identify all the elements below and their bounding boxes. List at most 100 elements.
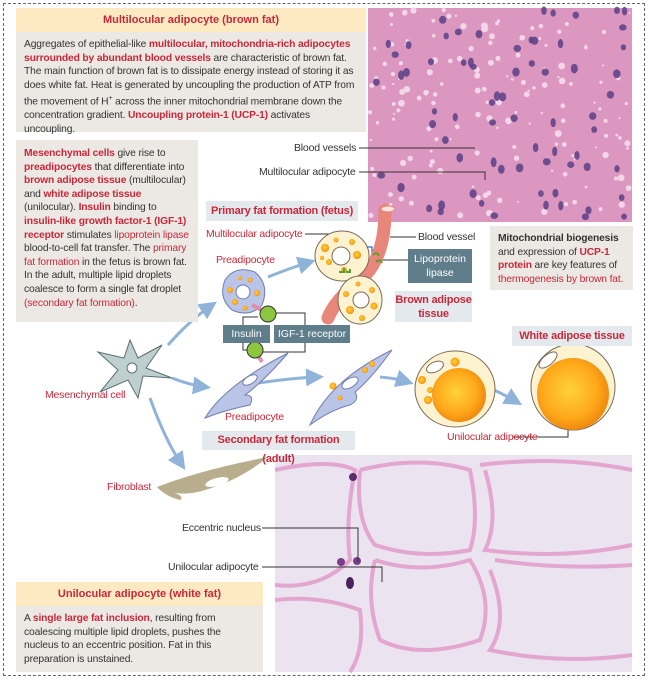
- cell-nucleus: [528, 60, 535, 67]
- lipid-droplet: [429, 149, 433, 153]
- label-secondary-fat-formation: Secondary fat formation (adult): [202, 431, 355, 465]
- highlighted-text: single large fat inclusion: [32, 613, 150, 624]
- lipid-droplet: [368, 212, 374, 219]
- mitochondrial-description: Mitochondrial biogenesis and expression …: [490, 226, 633, 290]
- lipid-droplet: [476, 195, 481, 201]
- lipid-droplet: [598, 207, 603, 212]
- lipid-droplet: [515, 52, 521, 58]
- lipid-droplet: [391, 102, 396, 106]
- label-blood-vessel: Blood vessel: [418, 231, 476, 243]
- cell-nucleus: [515, 163, 524, 173]
- highlighted-text: preadipocytes: [24, 161, 92, 173]
- unilocular-adipocyte-icon: [530, 343, 616, 431]
- cell-nucleus: [541, 68, 549, 76]
- lipid-droplet: [603, 118, 608, 123]
- lipid-droplet: [617, 174, 625, 182]
- cell-nucleus: [543, 200, 549, 210]
- lipid-droplet: [505, 117, 512, 125]
- cell-nucleus: [490, 212, 499, 219]
- lipid-droplet: [431, 18, 436, 23]
- text-segment: across the inner mitochondrial membrane …: [24, 96, 343, 122]
- cell-nucleus: [585, 206, 592, 215]
- cell-nucleus: [498, 92, 507, 102]
- lipid-droplet: [506, 75, 509, 78]
- text-segment: activates uncoupling.: [24, 110, 310, 135]
- lipid-droplet: [561, 142, 567, 147]
- lipid-droplet: [387, 192, 393, 198]
- label-white-adipose-tissue: White adipose tissue: [512, 326, 632, 346]
- lipid-droplet: [527, 89, 530, 92]
- lipid-droplet: [481, 22, 488, 30]
- lipid-droplet: [407, 155, 413, 162]
- label-multilocular-adipocyte: Multilocular adipocyte: [206, 228, 303, 240]
- cell-nucleus: [621, 6, 628, 16]
- lipid-droplet: [446, 13, 452, 19]
- white-fat-micrograph: [274, 455, 633, 674]
- lipid-droplet: [626, 146, 629, 150]
- text-segment: blood-to-cell fat transfer. The: [24, 243, 153, 255]
- cell-nucleus: [558, 200, 564, 211]
- lipid-droplet: [487, 59, 494, 66]
- cell-nucleus: [581, 213, 590, 221]
- developing-unilocular-adipocyte-icon: [414, 350, 496, 428]
- cell-nucleus: [431, 108, 438, 115]
- lipid-droplet: [598, 107, 602, 111]
- lipid-droplet: [593, 101, 596, 104]
- lipid-droplet: [428, 163, 433, 168]
- text-segment: that differentiate into: [91, 161, 185, 173]
- white-fat-description: A single large fat inclusion, resulting …: [16, 606, 263, 672]
- label-preadipocyte-fetal: Preadipocyte: [216, 254, 275, 266]
- lipid-droplet: [528, 122, 531, 125]
- lipid-droplet: [538, 37, 542, 41]
- text-segment: (unilocular).: [24, 202, 79, 214]
- cell-nucleus: [429, 120, 437, 129]
- lipid-droplet: [449, 138, 452, 141]
- cell-nucleus: [475, 29, 483, 39]
- lipid-droplet: [618, 116, 621, 120]
- cell-nucleus: [550, 118, 556, 128]
- cell-nucleus: [489, 119, 497, 126]
- lipid-droplet: [557, 76, 560, 79]
- cell-nucleus: [552, 188, 559, 198]
- cell-nucleus: [456, 153, 464, 163]
- lipid-droplet: [375, 121, 380, 125]
- lipid-droplet: [427, 71, 432, 76]
- label-unilocular-adipocyte: Unilocular adipocyte: [447, 431, 538, 443]
- text-segment: stimulates: [64, 229, 115, 241]
- lipid-droplet: [564, 22, 569, 26]
- lipid-droplet: [431, 100, 436, 106]
- lipid-droplet: [474, 72, 481, 79]
- lipid-droplet: [454, 14, 458, 17]
- cell-nucleus: [437, 208, 444, 216]
- text-segment: A: [24, 613, 33, 624]
- mesenchymal-description: Mesenchymal cells give rise to preadipoc…: [16, 140, 198, 322]
- cell-nucleus: [478, 199, 485, 207]
- text-segment: and expression of: [498, 246, 580, 258]
- lipid-droplet: [460, 23, 467, 30]
- brown-fat-box-title: Multilocular adipocyte (brown fat): [16, 8, 366, 32]
- lipid-droplet: [495, 55, 501, 61]
- lipid-droplet: [488, 40, 493, 46]
- lipid-droplet: [474, 150, 480, 156]
- label-brown-adipose-tissue: Brown adipose tissue: [395, 291, 472, 322]
- lipid-droplet: [485, 100, 489, 104]
- lipid-droplet: [429, 159, 435, 165]
- label-lipoprotein-lipase: Lipoprotein lipase: [408, 249, 472, 283]
- lipid-droplet: [390, 22, 394, 26]
- lipid-droplet: [520, 79, 527, 86]
- cell-nucleus: [583, 162, 591, 172]
- lipid-droplet: [519, 34, 525, 41]
- lipid-droplet: [563, 202, 569, 207]
- cell-nucleus: [488, 99, 496, 106]
- label-fibroblast: Fibroblast: [107, 481, 152, 493]
- cell-nucleus: [391, 51, 399, 58]
- cell-nucleus: [385, 39, 391, 49]
- cell-nucleus: [570, 63, 578, 74]
- cell-nucleus: [469, 189, 477, 199]
- lipid-droplet: [471, 185, 475, 188]
- cell-nucleus: [493, 91, 501, 101]
- lipid-droplet: [439, 82, 444, 86]
- lipid-droplet: [572, 199, 578, 205]
- lipid-droplet: [541, 208, 548, 215]
- lipid-droplet: [604, 133, 608, 138]
